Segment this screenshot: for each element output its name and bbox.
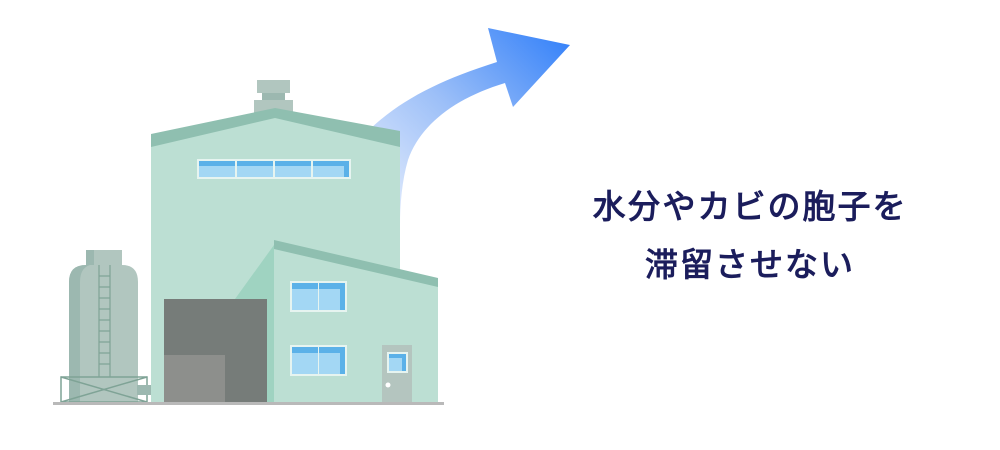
garage-door: [164, 299, 267, 403]
annex-window-upper: [290, 281, 347, 312]
caption: 水分やカビの胞子を 滞留させない: [540, 178, 960, 294]
pipe: [137, 385, 151, 395]
caption-line-2: 滞留させない: [645, 245, 855, 284]
storage-tank: [60, 250, 151, 403]
ladder: [98, 265, 111, 377]
annex-shade: [235, 245, 274, 403]
annex-building: [274, 240, 438, 403]
door: [382, 345, 412, 404]
ground-line: [53, 402, 444, 405]
caption-line-1: 水分やカビの胞子を: [592, 187, 908, 226]
top-window: [197, 159, 351, 179]
door-knob: [385, 382, 391, 388]
upward-arrow-icon: [368, 28, 570, 225]
annex-window-lower: [290, 345, 347, 376]
